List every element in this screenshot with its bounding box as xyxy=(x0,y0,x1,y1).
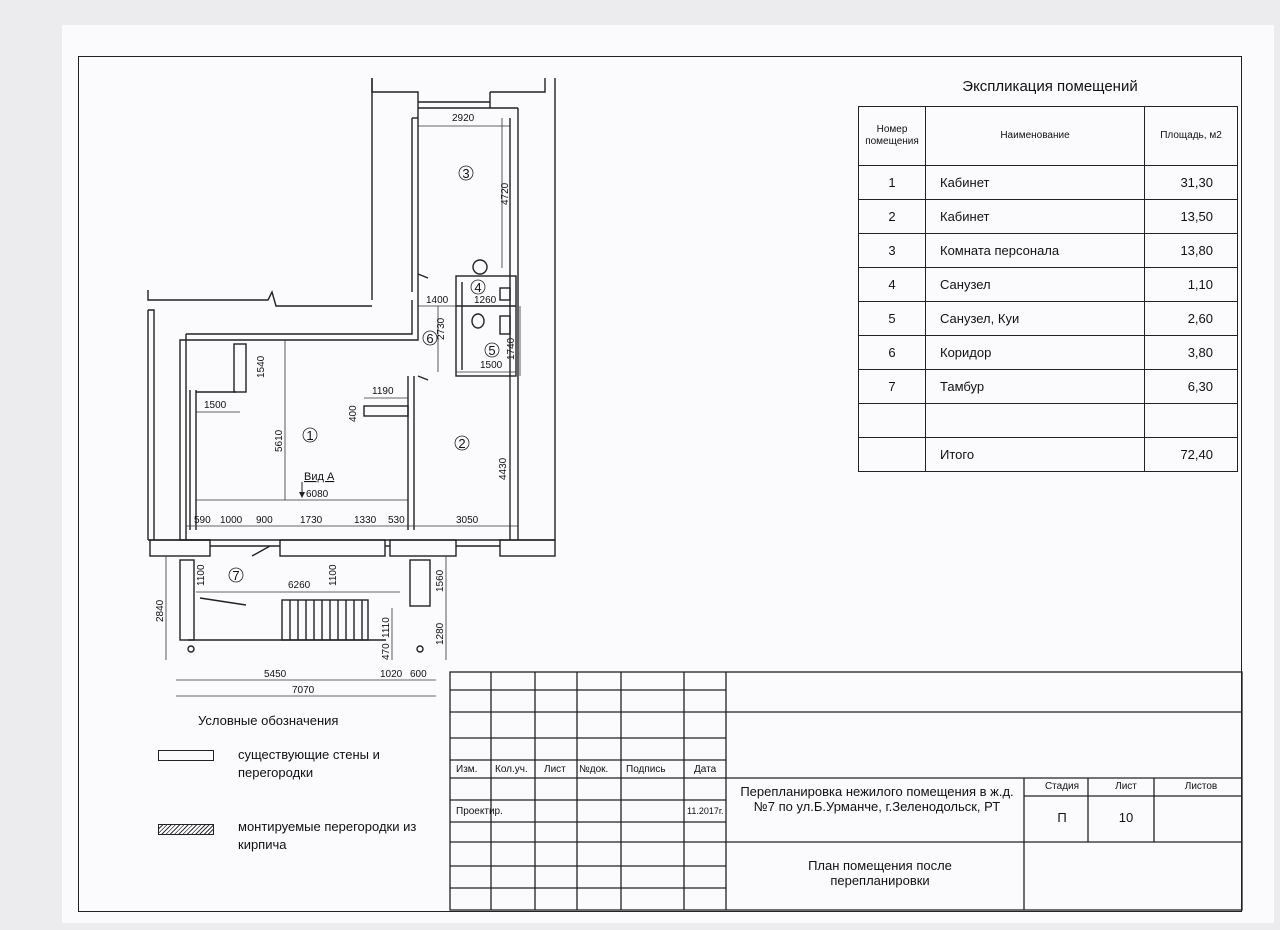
stamp-listov-label: Листов xyxy=(1184,781,1218,792)
dim-2730: 2730 xyxy=(436,317,447,340)
header-number: Номер помещения xyxy=(858,106,926,166)
dim-400: 400 xyxy=(348,405,359,422)
room-number-3: 3 xyxy=(462,166,469,181)
dim-1100a: 1100 xyxy=(196,564,207,586)
dim-600: 600 xyxy=(410,669,427,680)
legend-existing: существующие стены и перегородки xyxy=(238,747,380,780)
stamp-izm: Изм. xyxy=(456,764,478,775)
dim-530: 530 xyxy=(388,515,405,526)
dim-1730: 1730 xyxy=(300,515,323,526)
table-row: 7 Тамбур 6,30 xyxy=(858,369,1238,404)
header-area: Площадь, м2 xyxy=(1144,106,1238,166)
row-name: Комната персонала xyxy=(925,233,1145,268)
stamp-podpis: Подпись xyxy=(626,764,666,775)
title-block: Изм. Кол.уч. Лист №док. Подпись Дата Про… xyxy=(450,672,1242,912)
room-number-4: 4 xyxy=(474,280,481,295)
dim-470: 470 xyxy=(381,643,392,660)
row-area: 2,60 xyxy=(1144,301,1238,336)
table-row: 5 Санузел, Куи 2,60 xyxy=(858,301,1238,336)
dim-1500a: 1500 xyxy=(480,360,503,371)
dim-1100b: 1100 xyxy=(328,564,339,586)
dim-1020: 1020 xyxy=(380,669,403,680)
room-number-7: 7 xyxy=(232,568,239,583)
stamp-ndok: №док. xyxy=(579,764,609,775)
row-num: 5 xyxy=(858,301,926,336)
row-name: Кабинет xyxy=(925,165,1145,200)
dim-1500b: 1500 xyxy=(204,400,227,411)
dim-1740: 1740 xyxy=(506,337,517,360)
legend-title: Условные обозначения xyxy=(198,713,339,728)
room-number-1: 1 xyxy=(306,428,313,443)
total-label: Итого xyxy=(925,437,1145,472)
table-row: 3 Комната персонала 13,80 xyxy=(858,233,1238,268)
dim-4430: 4430 xyxy=(498,457,509,480)
legend-mounted: монтируемые перегородки из кирпича xyxy=(238,819,417,852)
table-row: 1 Кабинет 31,30 xyxy=(858,165,1238,200)
row-area: 13,80 xyxy=(1144,233,1238,268)
room-number-5: 5 xyxy=(488,343,495,358)
dim-1000: 1000 xyxy=(220,515,243,526)
dim-1540: 1540 xyxy=(256,355,267,378)
dim-3050: 3050 xyxy=(456,515,479,526)
sheet-title: План помещения после перепланировки xyxy=(808,858,952,888)
room-number-6: 6 xyxy=(426,331,433,346)
view-label: Вид А xyxy=(304,471,335,483)
stamp-stadia-value: П xyxy=(1057,810,1067,825)
stamp-list-label: Лист xyxy=(1115,781,1137,792)
table-row-empty xyxy=(858,403,1238,438)
dim-1330: 1330 xyxy=(354,515,377,526)
dim-6260: 6260 xyxy=(288,580,311,591)
brick-wall-swatch xyxy=(158,824,214,835)
dim-900: 900 xyxy=(256,515,273,526)
explication-title: Экспликация помещений xyxy=(962,78,1138,95)
dim-7070: 7070 xyxy=(292,685,315,696)
drawing-frame xyxy=(78,56,1242,912)
dim-5610: 5610 xyxy=(274,429,285,452)
row-area: 6,30 xyxy=(1144,369,1238,404)
total-value: 72,40 xyxy=(1144,437,1238,472)
table-row: 6 Коридор 3,80 xyxy=(858,335,1238,370)
dim-2920: 2920 xyxy=(452,113,475,124)
stamp-stadia-label: Стадия xyxy=(1044,781,1080,792)
dim-1110: 1110 xyxy=(381,617,392,638)
stamp-list: Лист xyxy=(544,764,566,775)
dim-1190: 1190 xyxy=(372,386,394,397)
stamp-list-value: 10 xyxy=(1118,810,1134,825)
stamp-data: Дата xyxy=(694,764,717,775)
dim-4720: 4720 xyxy=(500,182,511,205)
row-name: Тамбур xyxy=(925,369,1145,404)
stamp-kol: Кол.уч. xyxy=(495,764,528,775)
row-num: 4 xyxy=(858,267,926,302)
row-area: 13,50 xyxy=(1144,199,1238,234)
room-number-2: 2 xyxy=(458,436,465,451)
dim-5450: 5450 xyxy=(264,669,287,680)
dim-1560: 1560 xyxy=(435,569,446,592)
explication-table: Номер помещения Наименование Площадь, м2… xyxy=(858,106,1238,472)
dim-1400: 1400 xyxy=(426,295,449,306)
dim-6080: 6080 xyxy=(306,489,329,500)
project-title: Перепланировка нежилого помещения в ж.д.… xyxy=(740,784,1014,814)
table-row-total: Итого 72,40 xyxy=(858,437,1238,472)
existing-wall-swatch xyxy=(158,750,214,761)
dim-590: 590 xyxy=(194,515,211,526)
dim-1280: 1280 xyxy=(435,622,446,645)
stamp-proektir: Проектир. xyxy=(456,806,503,817)
stamp-date-value: 11.2017г. xyxy=(687,806,724,816)
row-num: 7 xyxy=(858,369,926,404)
dim-2840: 2840 xyxy=(155,599,166,622)
row-name: Санузел, Куи xyxy=(925,301,1145,336)
dim-1260: 1260 xyxy=(474,295,497,306)
